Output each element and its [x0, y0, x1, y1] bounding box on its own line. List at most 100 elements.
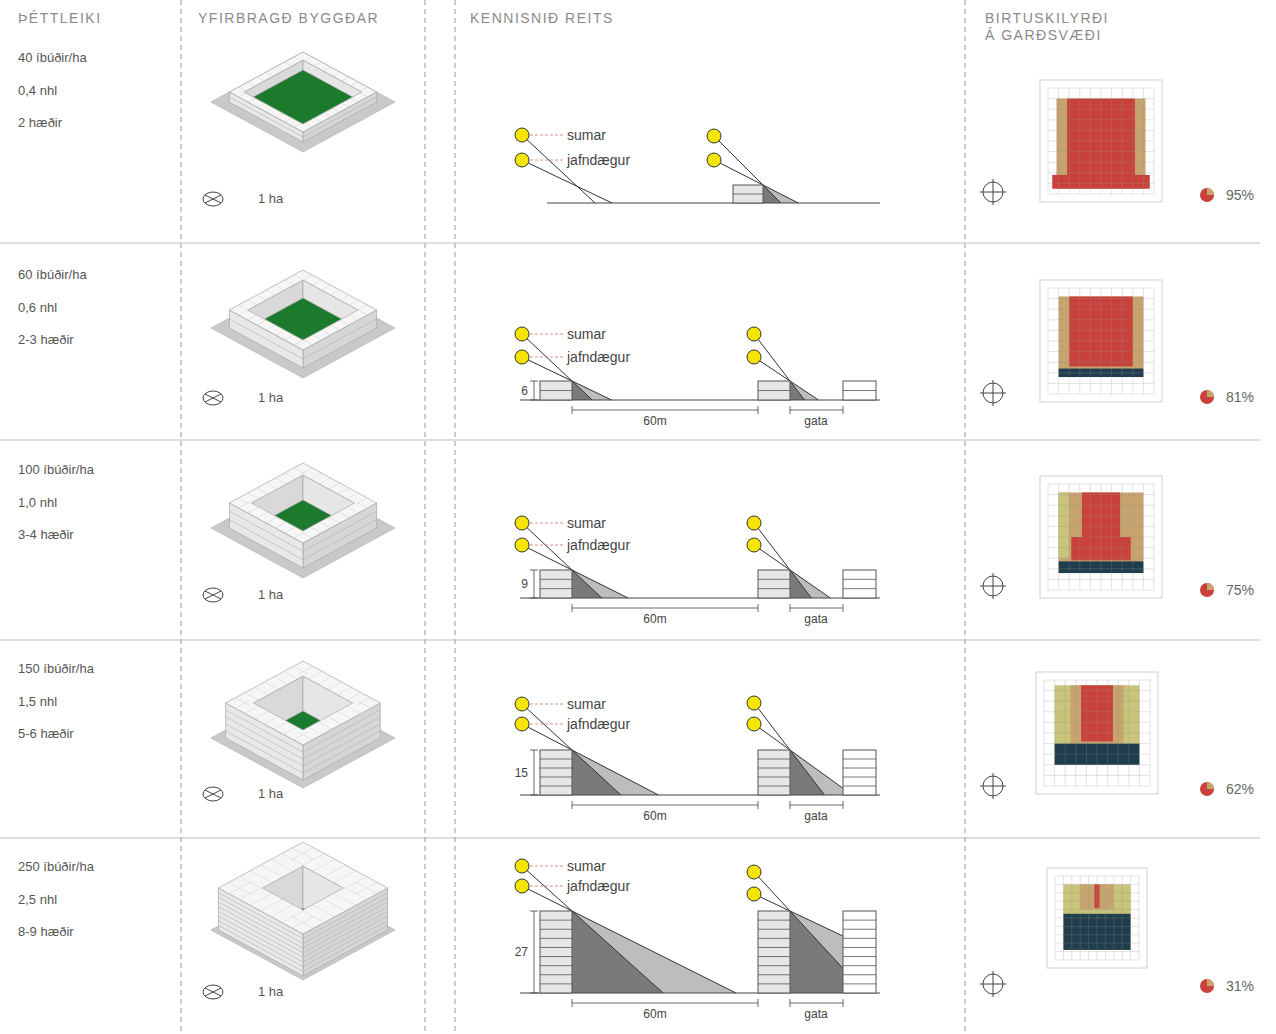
area-icon: [203, 985, 223, 999]
roof-cell: [302, 911, 324, 923]
daylight-grid: [1105, 876, 1106, 960]
daylight-grid: [1113, 876, 1114, 960]
roof-cell: [312, 335, 321, 340]
roof-cell: [285, 335, 294, 340]
leader-line: [530, 357, 563, 358]
sun-label: sumar: [567, 127, 606, 144]
roof-cell: [266, 483, 277, 489]
roof-cell: [323, 865, 345, 877]
sun-symbol: [515, 128, 529, 142]
roof-cell: [301, 532, 312, 538]
daylight-grid: [1154, 288, 1155, 394]
roof-cell: [321, 330, 330, 335]
leader-line: [530, 545, 563, 546]
sun-ray: [754, 872, 843, 993]
sun-symbol: [747, 887, 761, 901]
dimension-tick: [530, 570, 538, 571]
width-dimension: 60m: [642, 612, 667, 626]
roof-cell: [310, 473, 321, 479]
roof-cell: [257, 103, 264, 107]
roof-cell: [264, 717, 278, 725]
daylight-grid: [1111, 288, 1112, 394]
sun-symbol: [747, 717, 761, 731]
leader-line: [530, 523, 563, 524]
section-building: [540, 381, 572, 400]
pie-icon: [1200, 188, 1214, 202]
floor-line: [540, 947, 572, 948]
floor-area-ratio: 0,4 nhl: [18, 83, 57, 99]
daylight-grid: [1048, 579, 1154, 580]
floor-line: [540, 956, 572, 957]
dimension-tick: [530, 598, 538, 599]
dimension-tick: [530, 795, 538, 796]
pie-icon: [1207, 188, 1214, 195]
roof-cell: [240, 877, 262, 889]
roof-cell: [274, 722, 288, 730]
floor-area-ratio: 2,5 nhl: [18, 892, 57, 908]
dimension-tick: [572, 801, 573, 809]
roof-cell: [250, 893, 272, 905]
roof-cell: [331, 290, 340, 295]
daylight-frame: [1047, 868, 1147, 968]
sun-ray: [754, 334, 805, 400]
roof-cell: [329, 483, 340, 489]
roof-cell: [229, 882, 251, 894]
roof-cell: [360, 87, 367, 91]
dimension-tick: [530, 400, 538, 401]
daylight-frame: [1040, 280, 1162, 402]
roof-ring: [218, 842, 387, 934]
daylight-grid: [1122, 484, 1123, 590]
daylight-grid: [1044, 786, 1150, 787]
daylight-area: [1059, 492, 1070, 558]
floor-line: [540, 390, 572, 391]
section-building: [758, 911, 790, 993]
floor-line: [540, 777, 572, 778]
floor-line: [843, 983, 876, 984]
roof-cell: [292, 848, 314, 860]
sun-symbol: [747, 516, 761, 530]
roof-cell: [303, 275, 312, 280]
daylight-grid: [1055, 934, 1139, 935]
floor-line: [843, 390, 876, 391]
daylight-grid: [1122, 88, 1123, 194]
roof-cell: [274, 677, 288, 685]
area-icon: [203, 588, 223, 602]
dimension-tick: [790, 406, 791, 414]
roof-cell: [349, 300, 358, 305]
roof-cell: [275, 478, 286, 484]
roof-cell: [305, 123, 312, 127]
daylight-grid: [1048, 162, 1154, 163]
roof-cell: [347, 493, 358, 499]
floor-line: [843, 947, 876, 948]
site-ground: [211, 278, 395, 378]
roof-cell: [347, 507, 358, 513]
height-dimension: 27: [514, 945, 529, 959]
daylight-grid: [1128, 680, 1129, 786]
roof-cell: [248, 300, 257, 305]
dimension-line: [790, 608, 843, 609]
roof-cell: [318, 722, 332, 730]
pie-icon: [1200, 390, 1214, 404]
storey-count: 5-6 hæðir: [18, 726, 74, 742]
daylight-grid: [1143, 484, 1144, 590]
floor-line: [540, 974, 572, 975]
storey-count: 2 hæðir: [18, 115, 62, 131]
daylight-grid: [1055, 943, 1139, 944]
daylight-grid: [1154, 484, 1155, 590]
section-building: [733, 185, 763, 203]
sun-ray: [714, 160, 798, 203]
shadow-group: [522, 866, 843, 993]
floor-line: [540, 768, 572, 769]
outer-wall: [303, 92, 377, 142]
leader-line: [530, 886, 563, 887]
floor-line: [540, 579, 572, 580]
floor-line: [843, 974, 876, 975]
width-dimension: 60m: [642, 809, 667, 823]
daylight-percentage: 75%: [1226, 582, 1254, 599]
daylight-grid: [1044, 733, 1150, 734]
sun-symbol: [747, 696, 761, 710]
site-ground: [211, 52, 395, 152]
sun-symbol: [515, 153, 529, 167]
roof-ring: [229, 463, 376, 543]
roof-cell: [264, 682, 278, 690]
